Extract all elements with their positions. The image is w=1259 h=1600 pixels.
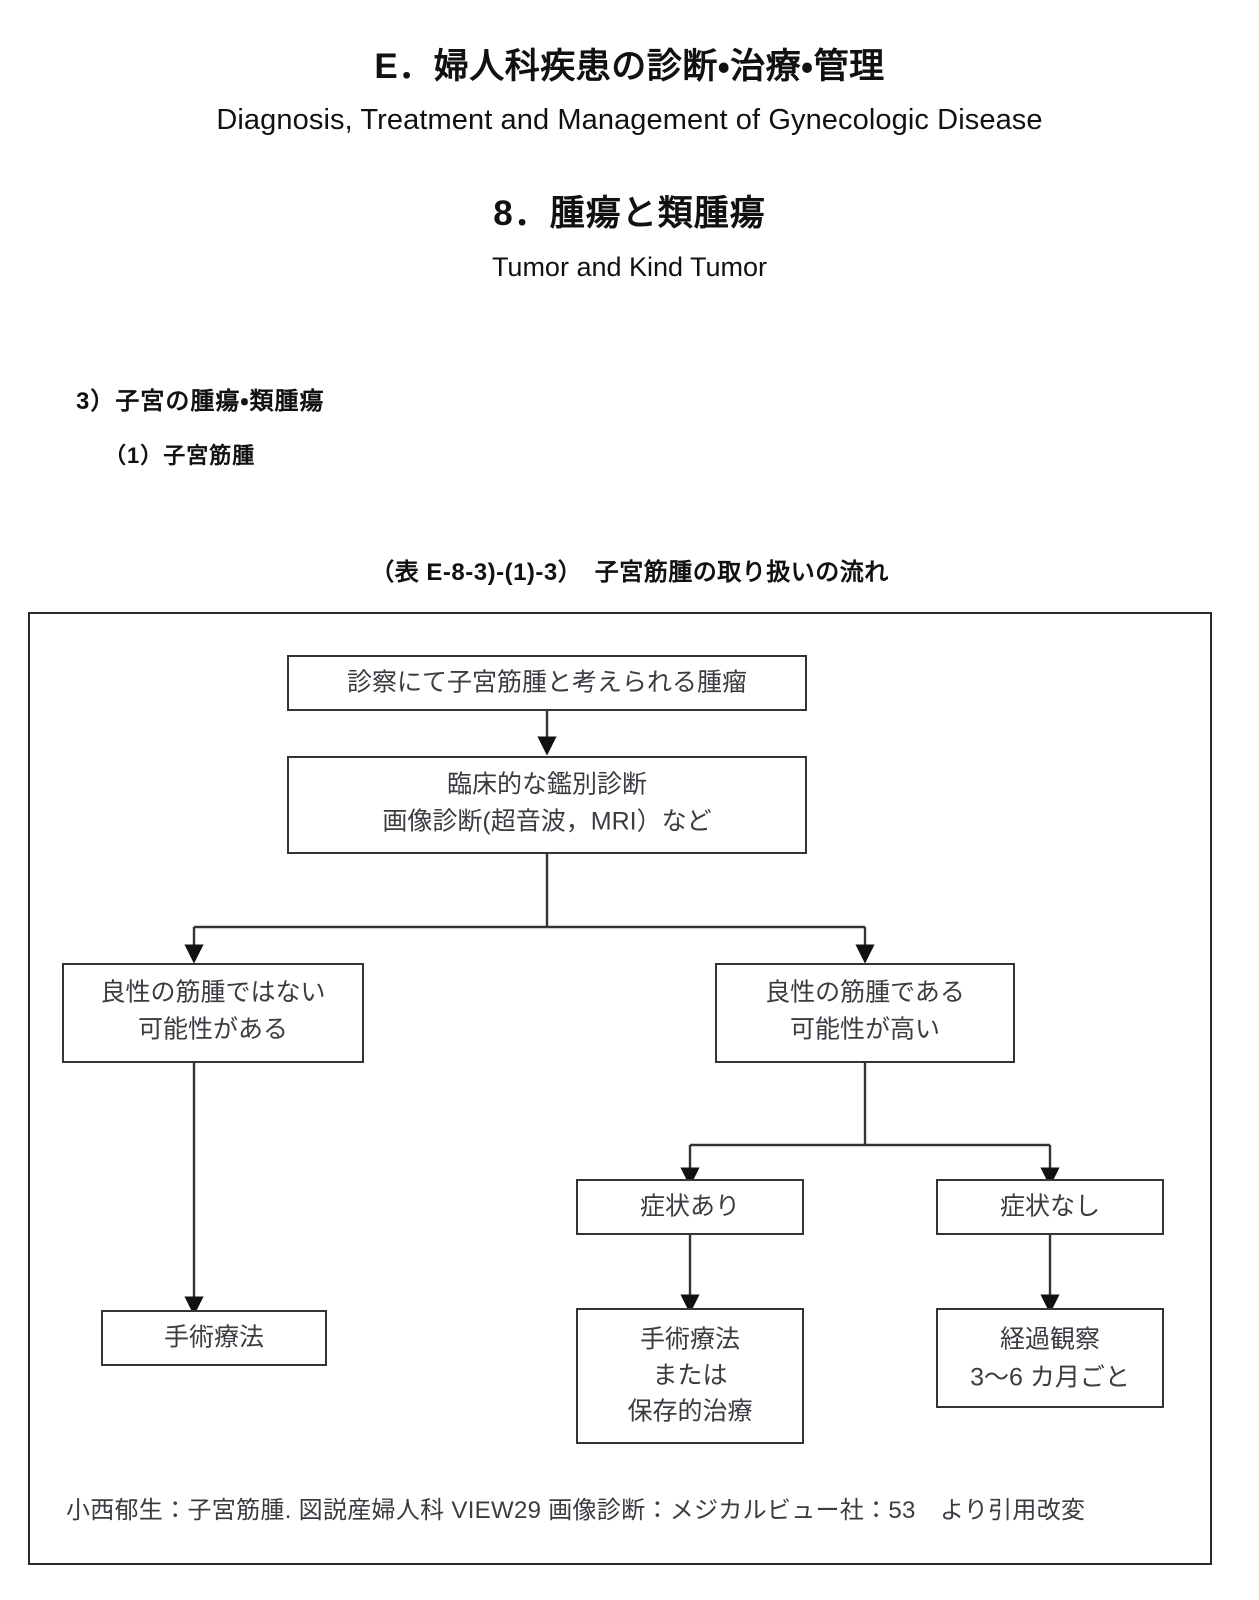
node-label-likely-benign-line1: 良性の筋腫である bbox=[765, 979, 965, 1007]
node-label-surgery-or-conservative-line2: または bbox=[652, 1362, 727, 1390]
node-box-not-benign[interactable] bbox=[62, 963, 364, 1063]
node-label-follow-up-line1: 経過観察 bbox=[1000, 1326, 1100, 1354]
node-label-not-benign-line2: 可能性がある bbox=[138, 1016, 288, 1044]
section-title-english: Tumor and Kind Tumor bbox=[491, 252, 768, 282]
node-box-clinical-differential[interactable] bbox=[287, 756, 807, 854]
figure-source-citation: 小西郁生：子宮筋腫. 図説産婦人科 VIEW29 画像診断：メジカルビュー社：5… bbox=[66, 1497, 1086, 1524]
node-label-clinical-differential-line1: 臨床的な鑑別診断 bbox=[447, 771, 647, 799]
flowchart-frame: 診察にて子宮筋腫と考えられる腫瘤 臨床的な鑑別診断 画像診断(超音波，MRI）な… bbox=[28, 612, 1212, 1565]
node-label-not-benign-line1: 良性の筋腫ではない bbox=[100, 979, 325, 1007]
node-box-likely-benign[interactable] bbox=[715, 963, 1015, 1063]
chapter-title-japanese: E．婦人科疾患の診断・治療・管理 bbox=[374, 47, 885, 86]
node-label-follow-up-line2: 3〜6 カ月ごと bbox=[970, 1364, 1130, 1392]
node-label-asymptomatic: 症状なし bbox=[1000, 1193, 1100, 1221]
node-box-asymptomatic[interactable] bbox=[936, 1179, 1164, 1235]
node-label-surgery-or-conservative-line3: 保存的治療 bbox=[627, 1398, 752, 1426]
node-box-suspected-myoma[interactable] bbox=[287, 655, 807, 711]
node-box-surgery-left[interactable] bbox=[101, 1310, 327, 1366]
node-label-suspected-myoma: 診察にて子宮筋腫と考えられる腫瘤 bbox=[347, 669, 747, 697]
section-title-japanese: 8．腫瘍と類腫瘍 bbox=[493, 194, 766, 233]
document-header: E．婦人科疾患の診断・治療・管理 Diagnosis, Treatment an… bbox=[0, 0, 1259, 283]
node-label-symptomatic: 症状あり bbox=[640, 1193, 740, 1221]
chapter-title-english: Diagnosis, Treatment and Management of G… bbox=[216, 104, 1043, 136]
node-label-surgery-left: 手術療法 bbox=[164, 1324, 264, 1352]
figure-caption: （表 E-8-3)-(1)-3） 子宮筋腫の取り扱いの流れ bbox=[370, 559, 889, 586]
flowchart-svg: 診察にて子宮筋腫と考えられる腫瘤 臨床的な鑑別診断 画像診断(超音波，MRI）な… bbox=[62, 655, 1164, 1444]
node-label-clinical-differential-line2: 画像診断(超音波，MRI）など bbox=[382, 808, 711, 836]
outline-heading-level2: （1）子宮筋腫 bbox=[104, 443, 256, 468]
node-label-surgery-or-conservative-line1: 手術療法 bbox=[640, 1326, 740, 1354]
outline-heading-level1: 3）子宮の腫瘍・類腫瘍 bbox=[76, 388, 325, 415]
node-box-surgery-or-conservative[interactable] bbox=[576, 1308, 804, 1444]
node-box-follow-up[interactable] bbox=[936, 1308, 1164, 1408]
node-label-likely-benign-line2: 可能性が高い bbox=[790, 1016, 940, 1044]
node-box-symptomatic[interactable] bbox=[576, 1179, 804, 1235]
